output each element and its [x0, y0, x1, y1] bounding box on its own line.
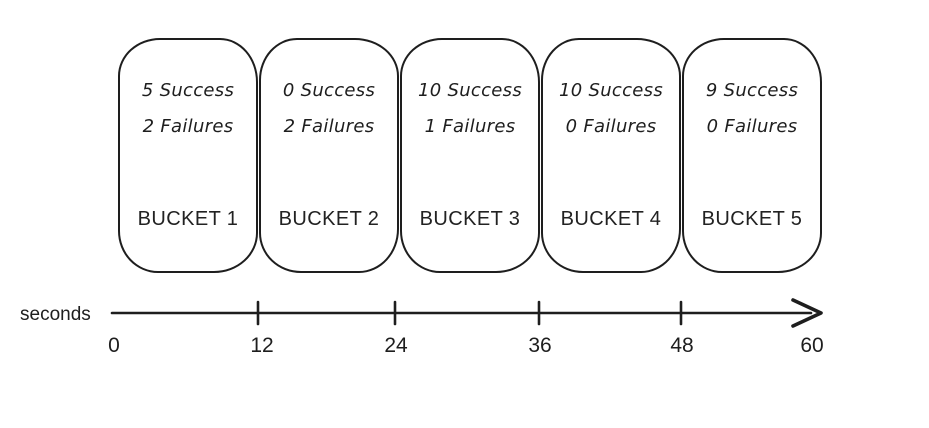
bucket-5: 9 Success 0 Failures BUCKET 5 — [682, 38, 822, 273]
buckets-row: 5 Success 2 Failures BUCKET 1 0 Success … — [118, 38, 823, 273]
bucket-label: BUCKET 3 — [419, 208, 521, 230]
axis-tick-label: 24 — [384, 334, 408, 357]
bucket-success-count: 9 Success — [705, 80, 799, 101]
bucket-failures-count: 0 Failures — [565, 116, 657, 137]
axis-unit-label: seconds — [20, 304, 91, 325]
bucket-label: BUCKET 2 — [278, 208, 380, 230]
bucket-label: BUCKET 4 — [560, 208, 662, 230]
bucket-label: BUCKET 1 — [137, 208, 239, 230]
bucket-label: BUCKET 5 — [701, 208, 803, 230]
axis-tick-label: 48 — [670, 334, 694, 357]
bucket-2: 0 Success 2 Failures BUCKET 2 — [259, 38, 399, 273]
bucket-3: 10 Success 1 Failures BUCKET 3 — [400, 38, 540, 273]
axis-tick-label: 0 — [108, 334, 120, 357]
bucket-success-count: 0 Success — [282, 80, 376, 101]
bucket-failures-count: 2 Failures — [142, 116, 234, 137]
bucket-4: 10 Success 0 Failures BUCKET 4 — [541, 38, 681, 273]
axis-tick-label: 60 — [800, 334, 824, 357]
bucket-success-count: 10 Success — [417, 80, 523, 101]
bucket-failures-count: 0 Failures — [706, 116, 798, 137]
axis-tick-label: 12 — [250, 334, 274, 357]
bucket-1: 5 Success 2 Failures BUCKET 1 — [118, 38, 258, 273]
bucket-failures-count: 2 Failures — [283, 116, 375, 137]
arrow-head-icon — [791, 298, 823, 328]
axis-tick-label: 36 — [528, 334, 552, 357]
bucket-success-count: 10 Success — [558, 80, 664, 101]
bucket-success-count: 5 Success — [141, 80, 235, 101]
time-axis — [110, 298, 823, 328]
bucket-failures-count: 1 Failures — [424, 116, 516, 137]
